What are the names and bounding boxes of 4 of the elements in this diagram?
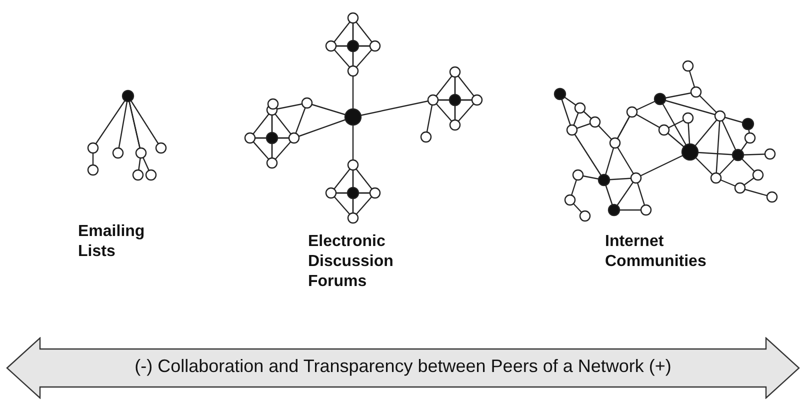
network-caption: Electronic Discussion Forums xyxy=(308,232,394,292)
scale-label: (-) Collaboration and Transparency between Peers of a Network (+) xyxy=(134,356,672,377)
network-caption: Internet Communities xyxy=(605,232,708,272)
network-caption: Emailing Lists xyxy=(78,222,146,262)
